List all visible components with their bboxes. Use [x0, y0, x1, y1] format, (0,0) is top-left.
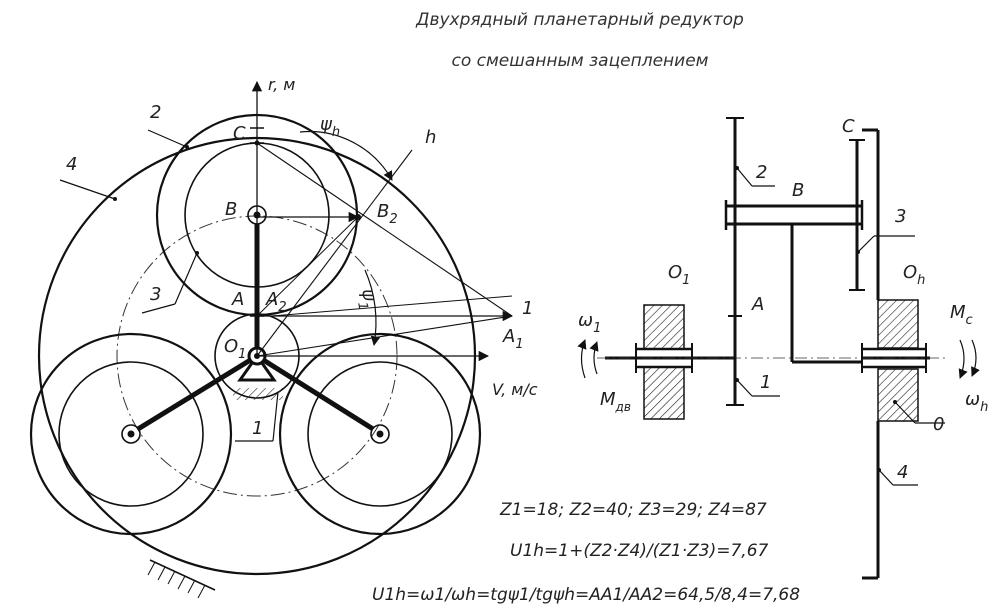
scheme-callout-2-leader — [736, 167, 753, 187]
bearing-right-top — [877, 299, 919, 349]
scheme-callout-2-dot — [735, 166, 739, 170]
label-mdv: Mдв — [600, 389, 631, 414]
formula-line-1: Z1=18; Z2=40; Z3=29; Z4=87 — [499, 500, 767, 520]
callout-2-dot — [185, 145, 189, 149]
carrier-arm-left — [136, 353, 259, 432]
ground-hatch — [147, 561, 206, 599]
arc-psi-h — [299, 130, 393, 181]
label-psi-1: ψ1 — [352, 287, 381, 311]
pivot-support — [237, 353, 277, 382]
line-1 — [256, 315, 513, 357]
axis-r-label: r, м — [268, 75, 295, 94]
label-a: A — [231, 289, 244, 310]
planet-hub-dot-right — [376, 430, 384, 438]
scheme-view: C B A O1 Oh ω1 Mдв Mc ωh 2 3 1 0 — [577, 116, 988, 580]
formula-block: Z1=18; Z2=40; Z3=29; Z4=87 U1h=1+(Z2·Z4)… — [372, 500, 800, 605]
omega-h-arrow — [971, 339, 980, 377]
scheme-label-oh: Oh — [903, 262, 925, 288]
axis-v-label: V, м/с — [492, 380, 538, 399]
scheme-label-a: A — [751, 294, 764, 315]
omega-1-arrow — [577, 339, 587, 379]
scheme-callout-4-dot — [877, 468, 881, 472]
scheme-callout-1-leader — [736, 379, 753, 397]
scheme-callout-0-dot — [893, 400, 897, 404]
scheme-callout-3-dot — [856, 250, 860, 254]
scheme-callout-gear-4: 4 — [897, 462, 908, 483]
scheme-callout-gear-2: 2 — [756, 162, 767, 183]
bearing-left-bottom — [643, 366, 685, 420]
title-line-1: Двухрядный планетарный редуктор — [415, 10, 744, 30]
formula-line-2: U1h=1+(Z2·Z4)/(Z1·Z3)=7,67 — [510, 541, 769, 561]
label-omega-h: ωh — [965, 389, 988, 415]
label-h: h — [425, 127, 436, 148]
planet-left-outer — [29, 332, 233, 536]
scheme-label-c: C — [842, 116, 855, 137]
scheme-label-b: B — [792, 180, 804, 201]
callout-3-leader-a — [141, 303, 176, 314]
formula-line-3: U1h=ω1/ωh=tgψ1/tgψh=AA1/AA2=64,5/8,4=7,6… — [372, 585, 800, 605]
scheme-callout-0-leader — [894, 401, 916, 424]
mc-arrow — [958, 339, 968, 379]
ground-line — [149, 559, 216, 591]
callout-gear-4: 4 — [66, 154, 77, 175]
label-o1: O1 — [224, 336, 246, 362]
scheme-callout-gear-3: 3 — [895, 206, 906, 227]
label-b2: B2 — [377, 201, 398, 227]
label-omega-1: ω1 — [578, 310, 601, 336]
line-a-b2 — [256, 216, 359, 317]
callout-4-dot — [113, 197, 117, 201]
callout-4-leader — [59, 179, 116, 200]
label-c: C — [233, 123, 246, 144]
planet-right-inner — [307, 361, 453, 507]
planet-right-outer — [278, 332, 482, 536]
mdv-arrow — [589, 341, 599, 375]
scheme-label-o1: O1 — [668, 262, 690, 288]
planet-hub-dot-left — [127, 430, 135, 438]
callout-gear-3: 3 — [150, 284, 161, 305]
planet-left-inner — [58, 361, 204, 507]
callout-gear-2: 2 — [150, 102, 161, 123]
callout-3-leader-b — [174, 252, 198, 305]
title-line-2: со смешанным зацеплением — [451, 51, 708, 71]
line-a2-1 — [271, 295, 513, 317]
label-psi-h: ψh — [320, 114, 340, 140]
point-b2 — [355, 214, 361, 220]
callout-gear-1: 1 — [252, 418, 263, 439]
label-line-1: 1 — [522, 298, 533, 319]
scheme-callout-1-dot — [735, 378, 739, 382]
label-a1: A1 — [502, 326, 524, 352]
scheme-callout-3-leader — [857, 235, 875, 253]
scheme-callout-gear-1: 1 — [760, 372, 771, 393]
kinematic-construction: r, м V, м/с C B B2 A A2 A1 — [59, 75, 538, 442]
callout-3-dot — [195, 251, 199, 255]
label-a2: A2 — [265, 289, 287, 315]
scheme-callout-frame-0: 0 — [933, 414, 944, 435]
bearing-right-bottom — [877, 368, 919, 422]
callout-1-leader-b — [272, 391, 279, 442]
line-c-a1 — [256, 142, 513, 317]
label-mc: Mc — [950, 302, 973, 328]
label-b: B — [225, 199, 237, 220]
carrier-arm-right — [255, 353, 375, 432]
point-c — [254, 140, 260, 146]
planet-hub-right — [370, 424, 390, 444]
line-h — [256, 149, 413, 357]
sun-support-hatch — [233, 388, 283, 400]
scheme-callout-4-leader — [878, 469, 894, 486]
arc-psi-1 — [364, 269, 381, 346]
callout-2-leader — [147, 129, 188, 148]
planet-hub-left — [121, 424, 141, 444]
bearing-left-top — [643, 304, 685, 350]
